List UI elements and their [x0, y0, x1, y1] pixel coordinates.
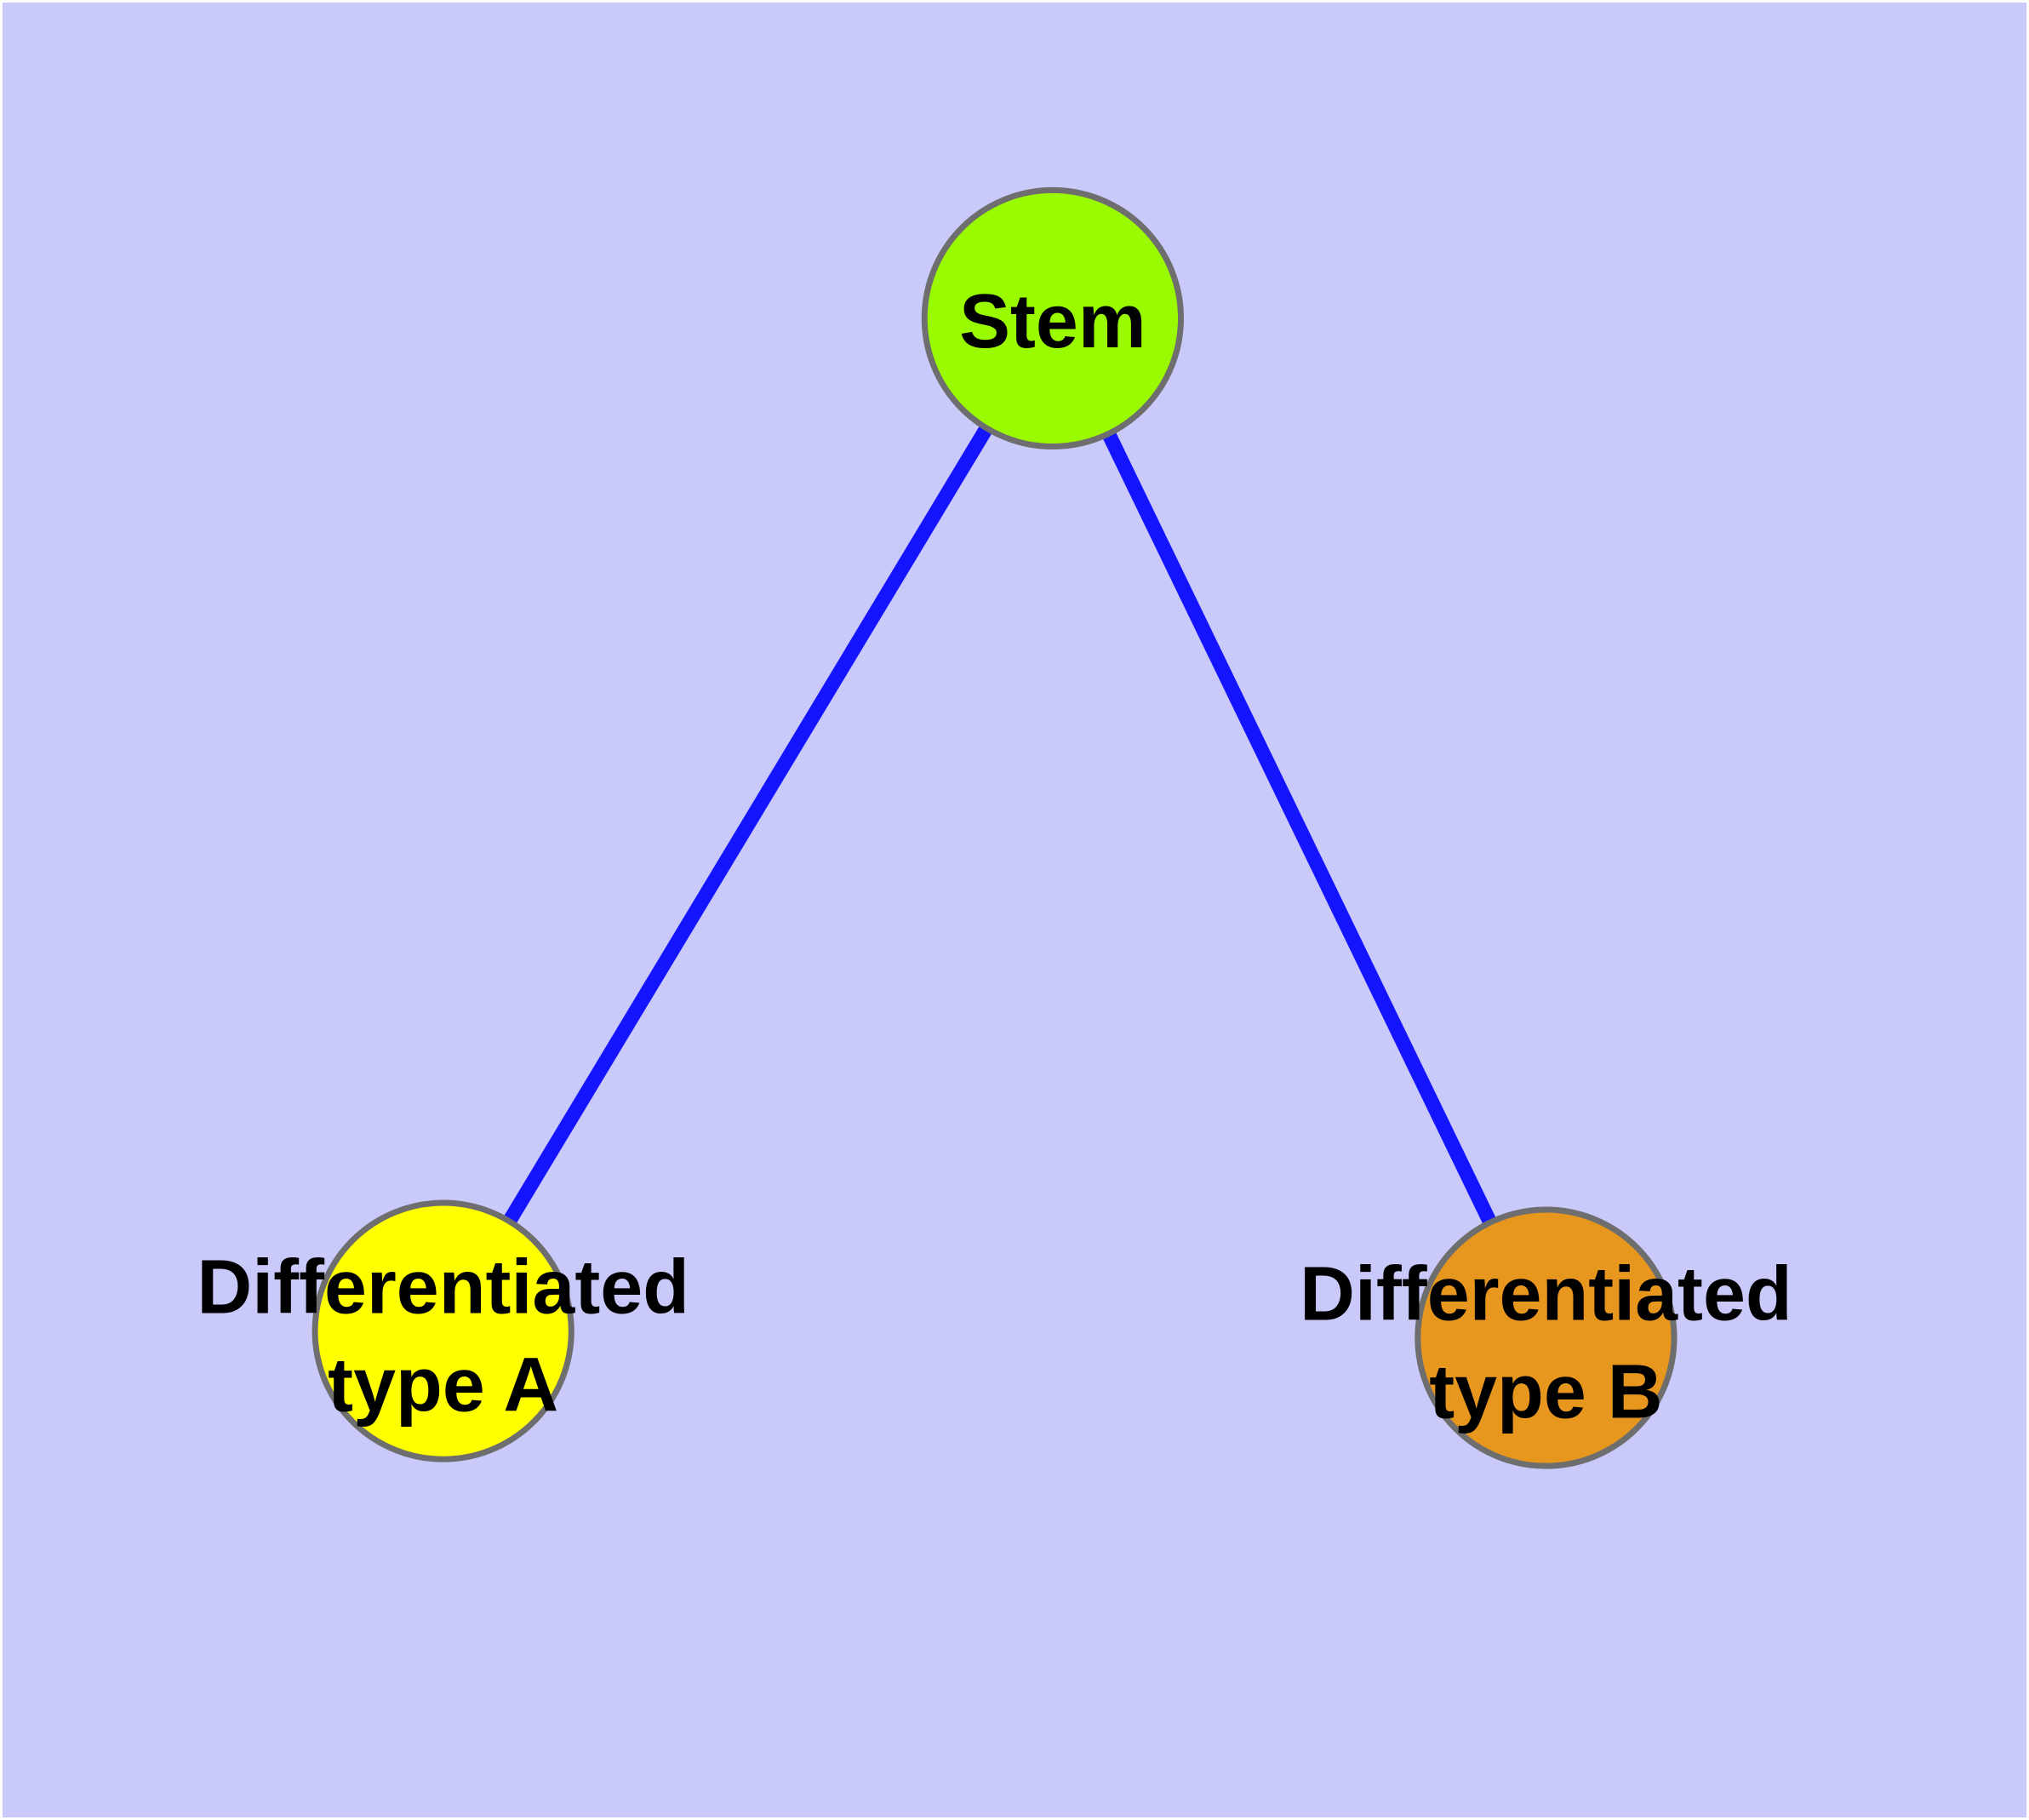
differentiated-type-a-label-line1: Differentiated — [197, 1245, 689, 1331]
node-differentiated-type-b: Differentiated type B — [1300, 1206, 1792, 1469]
stem-differentiation-diagram: Stem Differentiated type A Differentiate… — [3, 3, 2026, 1817]
differentiated-type-a-node-circle — [311, 1199, 574, 1462]
stem-node-label: Stem — [959, 279, 1146, 364]
differentiated-type-b-label-line1: Differentiated — [1300, 1252, 1792, 1337]
edge-stem-to-differentiated-type-b — [1046, 315, 1553, 1342]
stem-node-circle — [921, 186, 1184, 450]
node-differentiated-type-a: Differentiated type A — [197, 1199, 689, 1462]
edge-stem-to-differentiated-type-a — [437, 314, 1060, 1335]
differentiated-type-a-label-line2: type A — [328, 1342, 558, 1428]
differentiated-type-b-label-line2: type B — [1429, 1349, 1662, 1434]
node-stem: Stem — [921, 186, 1184, 450]
differentiated-type-b-node-circle — [1415, 1206, 1677, 1469]
